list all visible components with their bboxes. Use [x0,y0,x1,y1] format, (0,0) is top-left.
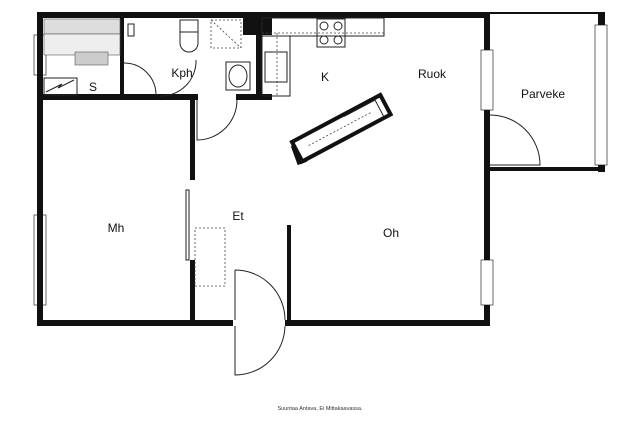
bathroom-fixtures [127,19,251,97]
room-label-kitchen: K [321,70,329,84]
outer-walls [37,12,490,326]
balcony-outline [489,12,605,172]
room-label-bathroom: Kph [171,66,192,80]
hall-door-swing [196,99,238,141]
closet [194,227,226,287]
doors [185,99,286,376]
kitchen-counter [261,17,385,97]
sauna-door-swing [123,62,157,96]
room-label-sauna: S [89,80,97,94]
sliding-door [185,189,190,261]
entry-door-inner [234,269,286,321]
sink-icon [264,51,288,83]
dining-table [289,92,394,165]
entry-door-outer [234,325,286,376]
balcony-door-swing [489,114,541,166]
room-label-balcony: Parveke [521,87,565,101]
caption: Suuntaa Antava, Ei Mittakaavassa. [278,406,363,412]
bathroom-door-swing [159,59,197,97]
room-label-living-room: Oh [383,226,399,240]
room-label-hallway: Et [232,209,244,223]
sauna-benches [43,18,157,96]
room-label-bedroom: Mh [108,221,125,235]
stove-icon [316,18,346,48]
room-label-dining: Ruok [418,67,447,81]
